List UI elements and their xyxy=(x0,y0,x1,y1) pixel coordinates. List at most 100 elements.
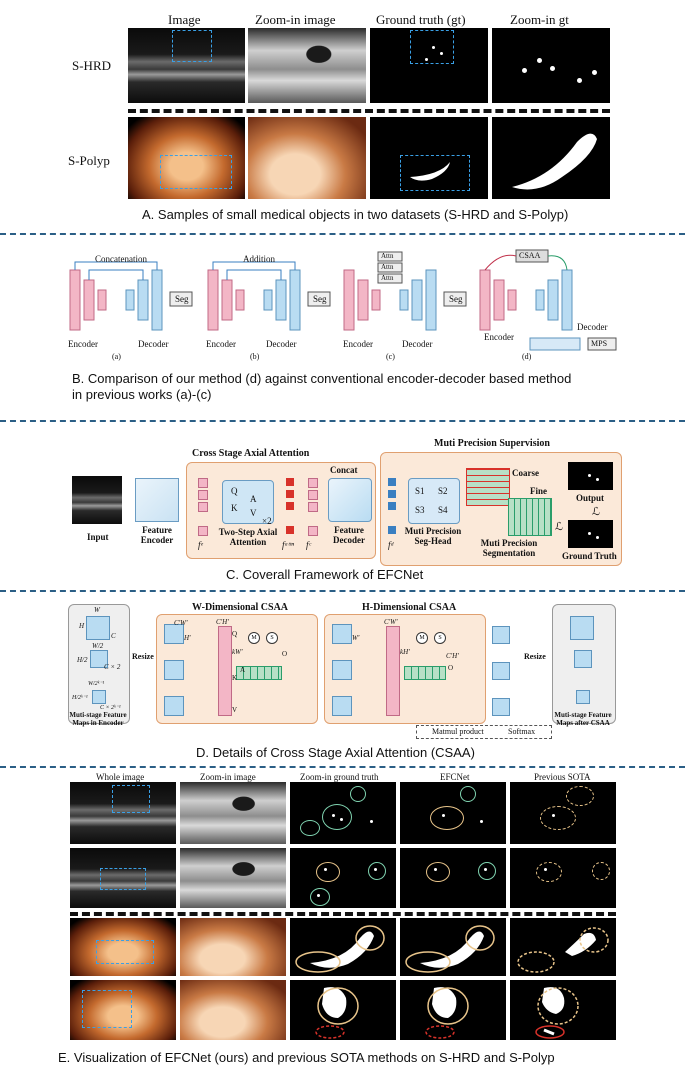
e-col-header-efcnet: EFCNet xyxy=(440,772,470,782)
separator-cd xyxy=(0,590,685,592)
e-r4-efcnet-mask xyxy=(425,987,469,1039)
d-w-a-block xyxy=(236,666,282,680)
b-c-attn-label-2: Attn xyxy=(381,263,394,271)
d-w-cph: C'H' xyxy=(216,618,229,626)
d-legend xyxy=(416,725,552,739)
c-feature-decoder-block xyxy=(328,478,372,522)
e-r2-gt xyxy=(290,848,396,908)
d-caption: D. Details of Cross Stage Axial Attentio… xyxy=(196,745,475,760)
e-col-header-gt: Zoom-in ground truth xyxy=(300,772,379,782)
e-r3-whole xyxy=(70,918,176,976)
c-seg-head-box xyxy=(408,478,460,524)
e-r4-gt-mask xyxy=(315,987,359,1039)
d-left-c2: C × 2 xyxy=(104,663,121,671)
e-r3-zoom xyxy=(180,918,286,976)
d-w-kw: kW' xyxy=(232,648,243,656)
d-w-m-circle: M xyxy=(248,632,260,644)
b-d-encoder-label: Encoder xyxy=(484,332,514,342)
a-row-label-spolyp: S-Polyp xyxy=(68,153,110,168)
c-fd-label: fᵈ xyxy=(388,540,394,550)
c-gt-label: Ground Truth xyxy=(562,551,617,561)
c-q-label: Q xyxy=(231,486,238,496)
a-caption: A. Samples of small medical objects in t… xyxy=(142,207,569,222)
d-left-ck: C × 2ᵏ⁻¹ xyxy=(100,705,121,711)
d-w-a: A xyxy=(240,666,246,674)
d-h-cpw: C'W' xyxy=(384,618,398,626)
d-left-caption: Muti-stage Feature Maps in Encoder xyxy=(69,711,127,727)
b-a-top-label: Concatenation xyxy=(95,254,147,264)
separator-ab xyxy=(0,233,685,235)
d-right-caption: Muti-stage Feature Maps after CSAA xyxy=(554,711,612,727)
e-r4-efcnet xyxy=(400,980,506,1040)
d-left-cube-2 xyxy=(90,650,108,668)
d-left-c: C xyxy=(111,632,116,640)
c-v-label: V xyxy=(250,508,257,518)
c-fine-label: Fine xyxy=(530,486,547,496)
e-r1-whole xyxy=(70,782,176,844)
d-h-cube-2 xyxy=(332,660,352,680)
d-h-title: H-Dimensional CSAA xyxy=(362,602,457,613)
a-shrd-gt-zoom-box xyxy=(410,30,454,64)
a-shrd-zoom-gt xyxy=(492,28,610,103)
a-spolyp-gt-zoom-box xyxy=(400,155,470,191)
c-output-image xyxy=(568,462,613,490)
d-w-s-circle: S xyxy=(266,632,278,644)
c-fattn-stack xyxy=(286,478,296,538)
b-b-top-label: Addition xyxy=(243,254,276,264)
a-spolyp-zoom-gt xyxy=(492,117,610,199)
b-variant-a xyxy=(69,261,193,331)
separator-bc xyxy=(0,420,685,422)
d-left-cube-3 xyxy=(92,690,106,704)
d-output-cube-3 xyxy=(492,698,510,716)
c-feature-decoder-label: Feature Decoder xyxy=(333,525,365,545)
c-gt-image xyxy=(568,520,613,548)
e-r2-zoom xyxy=(180,848,286,908)
b-a-tag: (a) xyxy=(112,352,121,361)
a-col-header-zoom-image: Zoom-in image xyxy=(255,12,336,27)
c-feature-encoder-label: Feature Encoder xyxy=(140,525,174,545)
b-d-decoder-label: Decoder xyxy=(577,322,608,332)
a-spolyp-gt-mask xyxy=(410,162,450,181)
c-s3-label: S3 xyxy=(415,505,425,515)
d-right-cube-1 xyxy=(570,616,594,640)
c-two-step-label: Two-Step Axial Attention xyxy=(218,527,278,547)
d-w-v: V xyxy=(232,706,238,714)
e-r2-efcnet xyxy=(400,848,506,908)
d-left-w: W xyxy=(94,606,100,614)
d-left-h: H xyxy=(79,622,85,630)
b-d-mps-label: MPS xyxy=(591,339,608,348)
c-coarse-grid xyxy=(466,468,510,506)
e-col-header-whole: Whole image xyxy=(96,772,145,782)
b-variant-b xyxy=(207,261,331,331)
d-h-m-circle: M xyxy=(416,632,428,644)
b-b-seg-label: Seg xyxy=(313,294,327,304)
e-r3-sota-mask xyxy=(517,927,609,973)
a-shrd-zoom-image xyxy=(248,28,366,103)
d-w-cube-2 xyxy=(164,660,184,680)
d-h-cube-1 xyxy=(332,624,352,644)
b-c-decoder-label: Decoder xyxy=(402,339,433,349)
d-output-cube-1 xyxy=(492,626,510,644)
b-caption-line1: B. Comparison of our method (d) against … xyxy=(72,371,572,386)
d-w-matrix xyxy=(218,626,232,716)
c-mp-seg-label: Muti Precision Segmentation xyxy=(480,538,538,558)
b-b-tag: (b) xyxy=(250,352,260,361)
b-d-tag: (d) xyxy=(522,352,532,361)
b-diagram xyxy=(69,249,617,351)
d-output-cube-2 xyxy=(492,662,510,680)
a-spolyp-zoom-image xyxy=(248,117,366,199)
d-left-cube-1 xyxy=(86,616,110,640)
e-r3-zoom-box xyxy=(96,940,154,964)
a-spolyp-gt xyxy=(370,117,488,199)
c-s2-label: S2 xyxy=(438,486,448,496)
c-fc-stack xyxy=(308,478,318,538)
a-shrd-zoom-box xyxy=(172,30,212,62)
c-feature-encoder-block xyxy=(135,478,179,522)
c-k-label: K xyxy=(231,503,238,513)
c-input-image xyxy=(72,476,122,524)
c-a-label: A xyxy=(250,494,257,504)
e-inner-divider xyxy=(70,912,616,916)
d-h-kh: kH' xyxy=(400,648,410,656)
d-left-h2: H/2 xyxy=(77,656,88,664)
d-legend-softmax: Softmax xyxy=(508,727,536,736)
